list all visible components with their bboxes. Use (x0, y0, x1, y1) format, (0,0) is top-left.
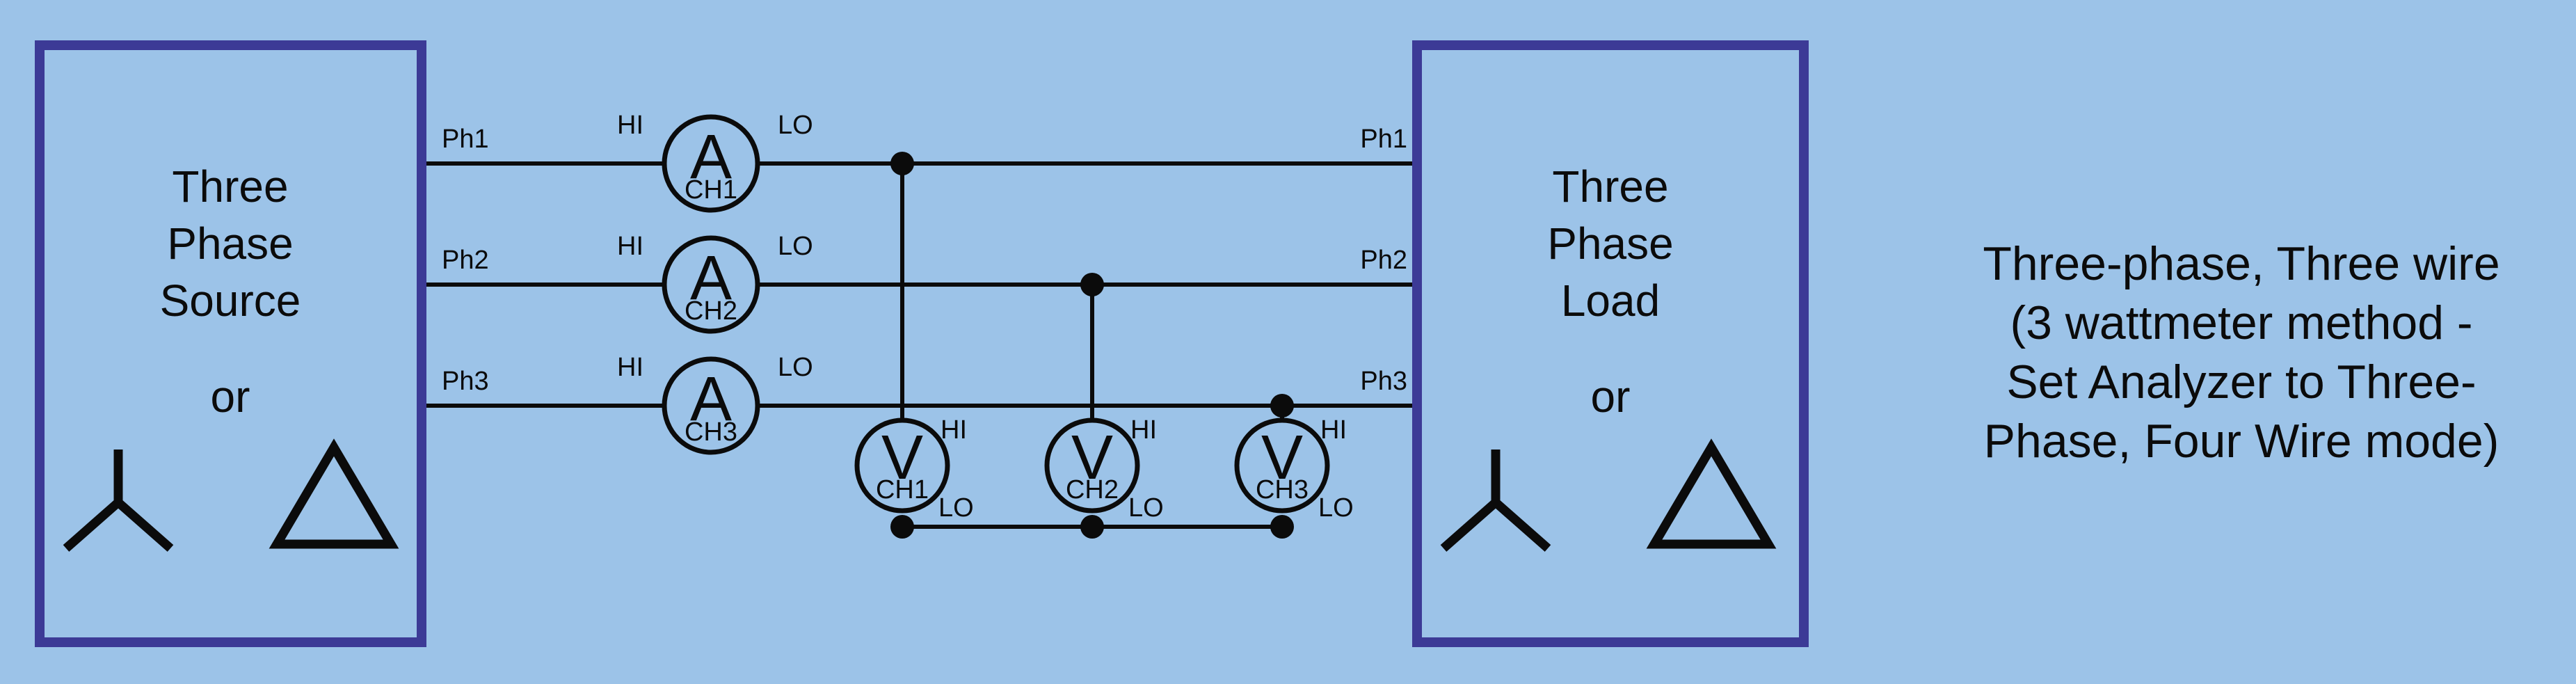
source-box-title-line2: Phase (167, 218, 293, 269)
caption-block: Three-phase, Three wire (3 wattmeter met… (1983, 237, 2499, 468)
ammeter-ch2-circle (662, 235, 760, 334)
voltmeter-ch3-circle (1234, 417, 1330, 514)
source-box-title-line3: Source (160, 276, 301, 326)
voltmeter-ch1: V CH1 HI LO (854, 415, 974, 523)
voltmeter-ch3-lo-label: LO (1318, 493, 1354, 523)
delta-symbol-load (1646, 438, 1777, 549)
ammeter-ch1-lo-label: LO (778, 111, 813, 140)
phase-label-ph1-source: Ph1 (442, 125, 489, 154)
phase-label-ph3-load: Ph3 (1360, 367, 1407, 396)
junction-dot-ph2-tap (1080, 273, 1104, 296)
ammeter-ch3: A CH3 HI LO (617, 353, 813, 455)
ammeter-ch2-hi-label: HI (617, 232, 643, 261)
delta-symbol-source (269, 438, 399, 549)
ammeter-ch1-channel: CH1 (685, 175, 737, 205)
voltmeter-ch1-channel: CH1 (876, 475, 929, 504)
voltmeter-ch3-letter: V (1261, 423, 1303, 493)
source-box-or-label: or (211, 372, 250, 422)
voltmeter-ch2-letter: V (1071, 423, 1113, 493)
caption-line-3: Set Analyzer to Three- (2006, 356, 2476, 408)
voltmeter-ch2-channel: CH2 (1066, 475, 1119, 504)
ammeter-ch3-hi-label: HI (617, 353, 643, 382)
voltmeter-ch1-hi-label: HI (941, 415, 967, 445)
source-box-title-line1: Three (172, 161, 288, 212)
caption-line-4: Phase, Four Wire mode) (1984, 415, 2499, 468)
ammeter-ch3-circle (662, 356, 760, 455)
voltmeter-ch3: V CH3 HI LO (1234, 415, 1354, 523)
wye-symbol-source (63, 450, 174, 552)
ammeter-ch1-letter: A (690, 122, 732, 192)
caption-line-1: Three-phase, Three wire (1983, 237, 2499, 290)
ammeter-ch1-circle (662, 114, 760, 213)
ammeter-ch2: A CH2 HI LO (617, 232, 813, 334)
ammeter-ch3-lo-label: LO (778, 353, 813, 382)
voltmeter-ch1-lo-label: LO (938, 493, 974, 523)
ammeter-ch1: A CH1 HI LO (617, 111, 813, 213)
wye-symbol-load (1440, 450, 1551, 552)
ammeter-ch2-letter: A (690, 244, 732, 313)
ammeter-ch2-channel: CH2 (685, 296, 737, 326)
voltmeter-ch3-channel: CH3 (1256, 475, 1309, 504)
ammeter-ch3-channel: CH3 (685, 417, 737, 447)
voltmeter-ch2-hi-label: HI (1130, 415, 1157, 445)
load-box-title-line2: Phase (1547, 218, 1673, 269)
junction-dot-lo-bus-ch3 (1270, 515, 1294, 539)
phase-label-ph1-load: Ph1 (1360, 125, 1407, 154)
junction-dot-ph1-tap (890, 152, 914, 175)
three-phase-source-box (35, 40, 426, 647)
three-phase-load-box (1412, 40, 1809, 647)
voltmeter-ch2: V CH2 HI LO (1044, 415, 1164, 523)
ammeter-ch1-hi-label: HI (617, 111, 643, 140)
load-box-title-line3: Load (1561, 276, 1660, 326)
voltmeter-ch3-hi-label: HI (1320, 415, 1347, 445)
voltmeter-ch1-circle (854, 417, 950, 514)
caption-line-2: (3 wattmeter method - (2010, 296, 2472, 349)
ammeter-ch3-letter: A (690, 365, 732, 434)
junction-dot-lo-bus-ch1 (890, 515, 914, 539)
phase-label-ph2-load: Ph2 (1360, 246, 1407, 275)
load-box-or-label: or (1591, 372, 1631, 422)
voltmeter-ch2-lo-label: LO (1128, 493, 1164, 523)
voltmeter-ch2-circle (1044, 417, 1140, 514)
load-box-title-line1: Three (1552, 161, 1668, 212)
voltmeter-ch1-letter: V (881, 423, 923, 493)
ammeter-ch2-lo-label: LO (778, 232, 813, 261)
junction-dot-ph3-tap (1270, 394, 1294, 417)
phase-label-ph2-source: Ph2 (442, 246, 489, 275)
junction-dot-lo-bus-ch2 (1080, 515, 1104, 539)
phase-label-ph3-source: Ph3 (442, 367, 489, 396)
